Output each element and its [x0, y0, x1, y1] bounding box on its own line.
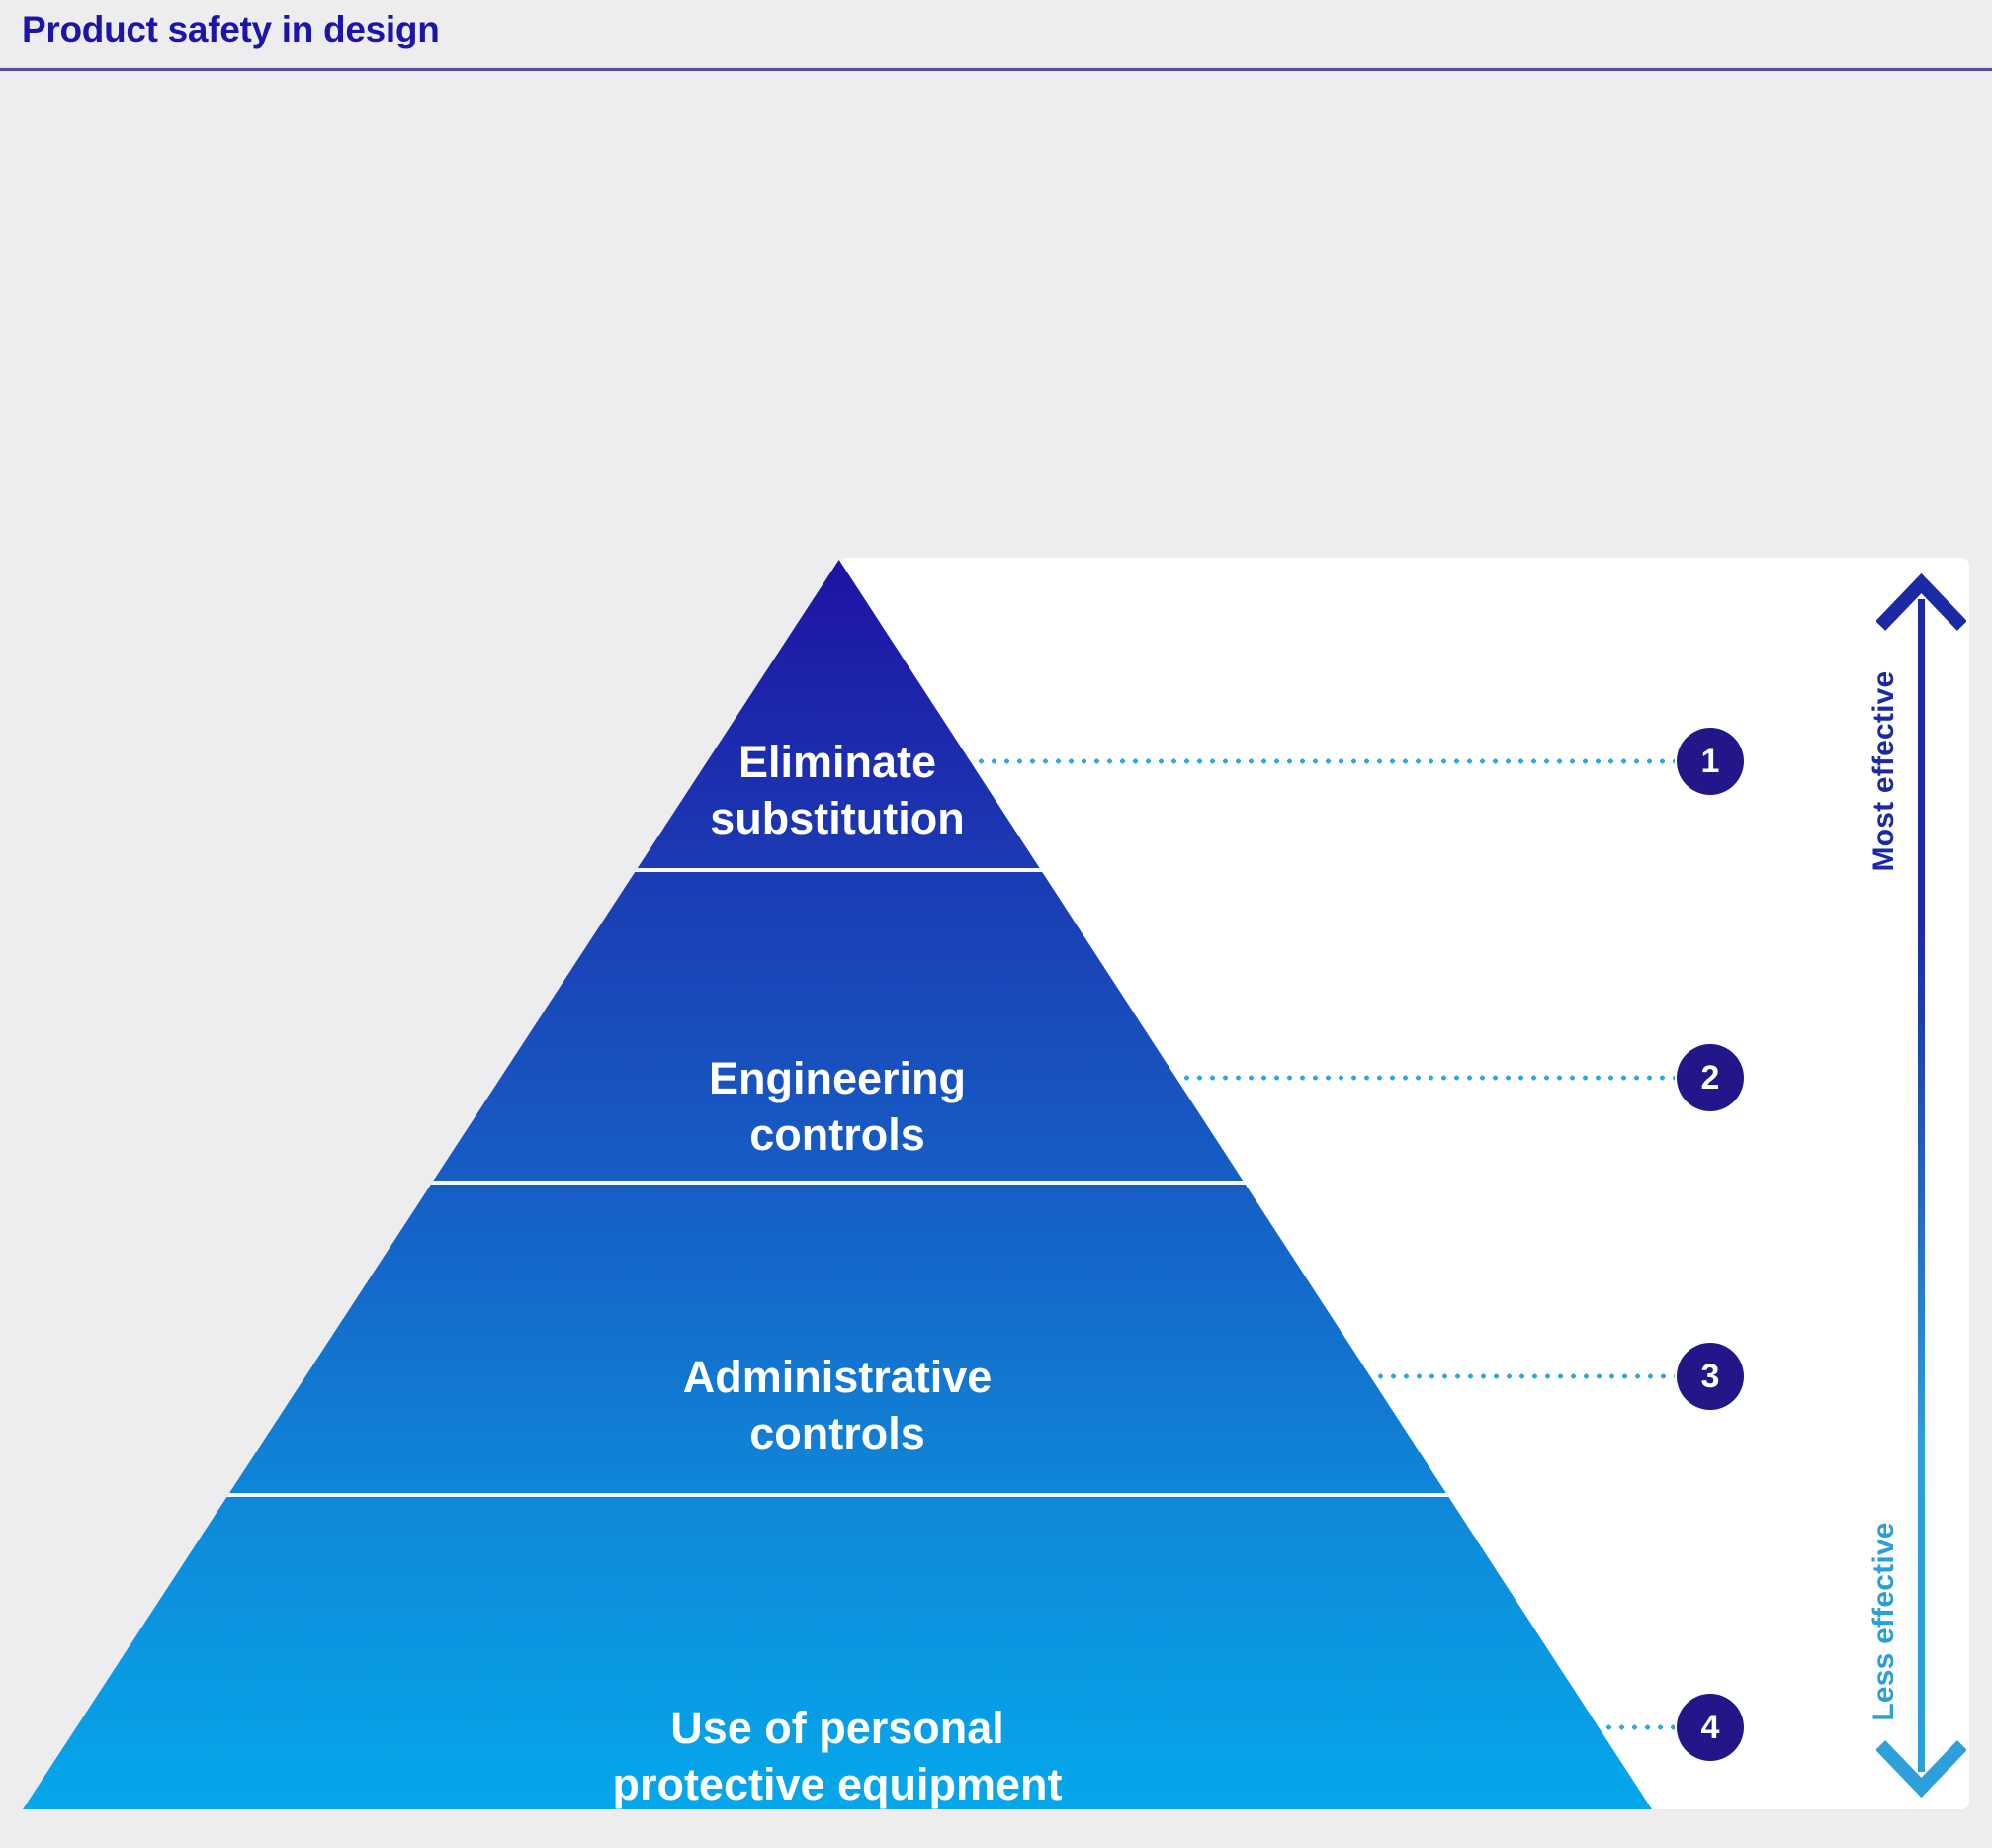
title-divider: [0, 67, 1992, 71]
step-badge-3: 3: [1677, 1343, 1744, 1410]
step-badge-2: 2: [1677, 1044, 1744, 1111]
tier-label-line: Eliminate: [737, 737, 937, 787]
step-badge-1: 1: [1677, 728, 1744, 795]
effectiveness-arrow-line: [1918, 599, 1925, 1772]
connector-line-3: [1374, 1373, 1675, 1379]
tier-label-line: Administrative: [682, 1352, 993, 1402]
connector-line-1: [975, 758, 1675, 764]
connector-line-4: [1602, 1724, 1675, 1730]
arrow-down-icon: [1876, 1740, 1966, 1799]
step-number: 4: [1700, 1708, 1720, 1746]
tier-divider-2: [23, 1181, 1652, 1185]
page-title: Product safety in design: [22, 9, 440, 49]
tier-label-line: Use of personal: [670, 1703, 1004, 1753]
axis-label-less-effective: Less effective: [1867, 1522, 1900, 1721]
connector-line-2: [1180, 1075, 1675, 1081]
step-number: 3: [1700, 1357, 1720, 1395]
arrow-up-icon: [1876, 572, 1966, 631]
tier-label-line: protective equipment: [612, 1759, 1063, 1809]
step-number: 1: [1700, 742, 1720, 780]
tier-label-personal-protective-equipment: Use of personal protective equipment: [23, 1700, 1652, 1809]
tier-label-administrative-controls: Administrative controls: [23, 1349, 1652, 1461]
tier-label-line: controls: [749, 1109, 925, 1160]
step-badge-4: 4: [1677, 1694, 1744, 1761]
tier-label-line: substitution: [710, 793, 965, 843]
tier-label-line: Engineering: [708, 1053, 967, 1103]
tier-label-eliminate-substitution: Eliminate substitution: [23, 734, 1652, 846]
tier-divider-1: [23, 868, 1652, 872]
step-number: 2: [1700, 1058, 1720, 1097]
axis-label-most-effective: Most effective: [1867, 670, 1900, 872]
tier-divider-3: [23, 1493, 1652, 1497]
tier-label-line: controls: [749, 1408, 925, 1458]
tier-label-engineering-controls: Engineering controls: [23, 1050, 1652, 1163]
